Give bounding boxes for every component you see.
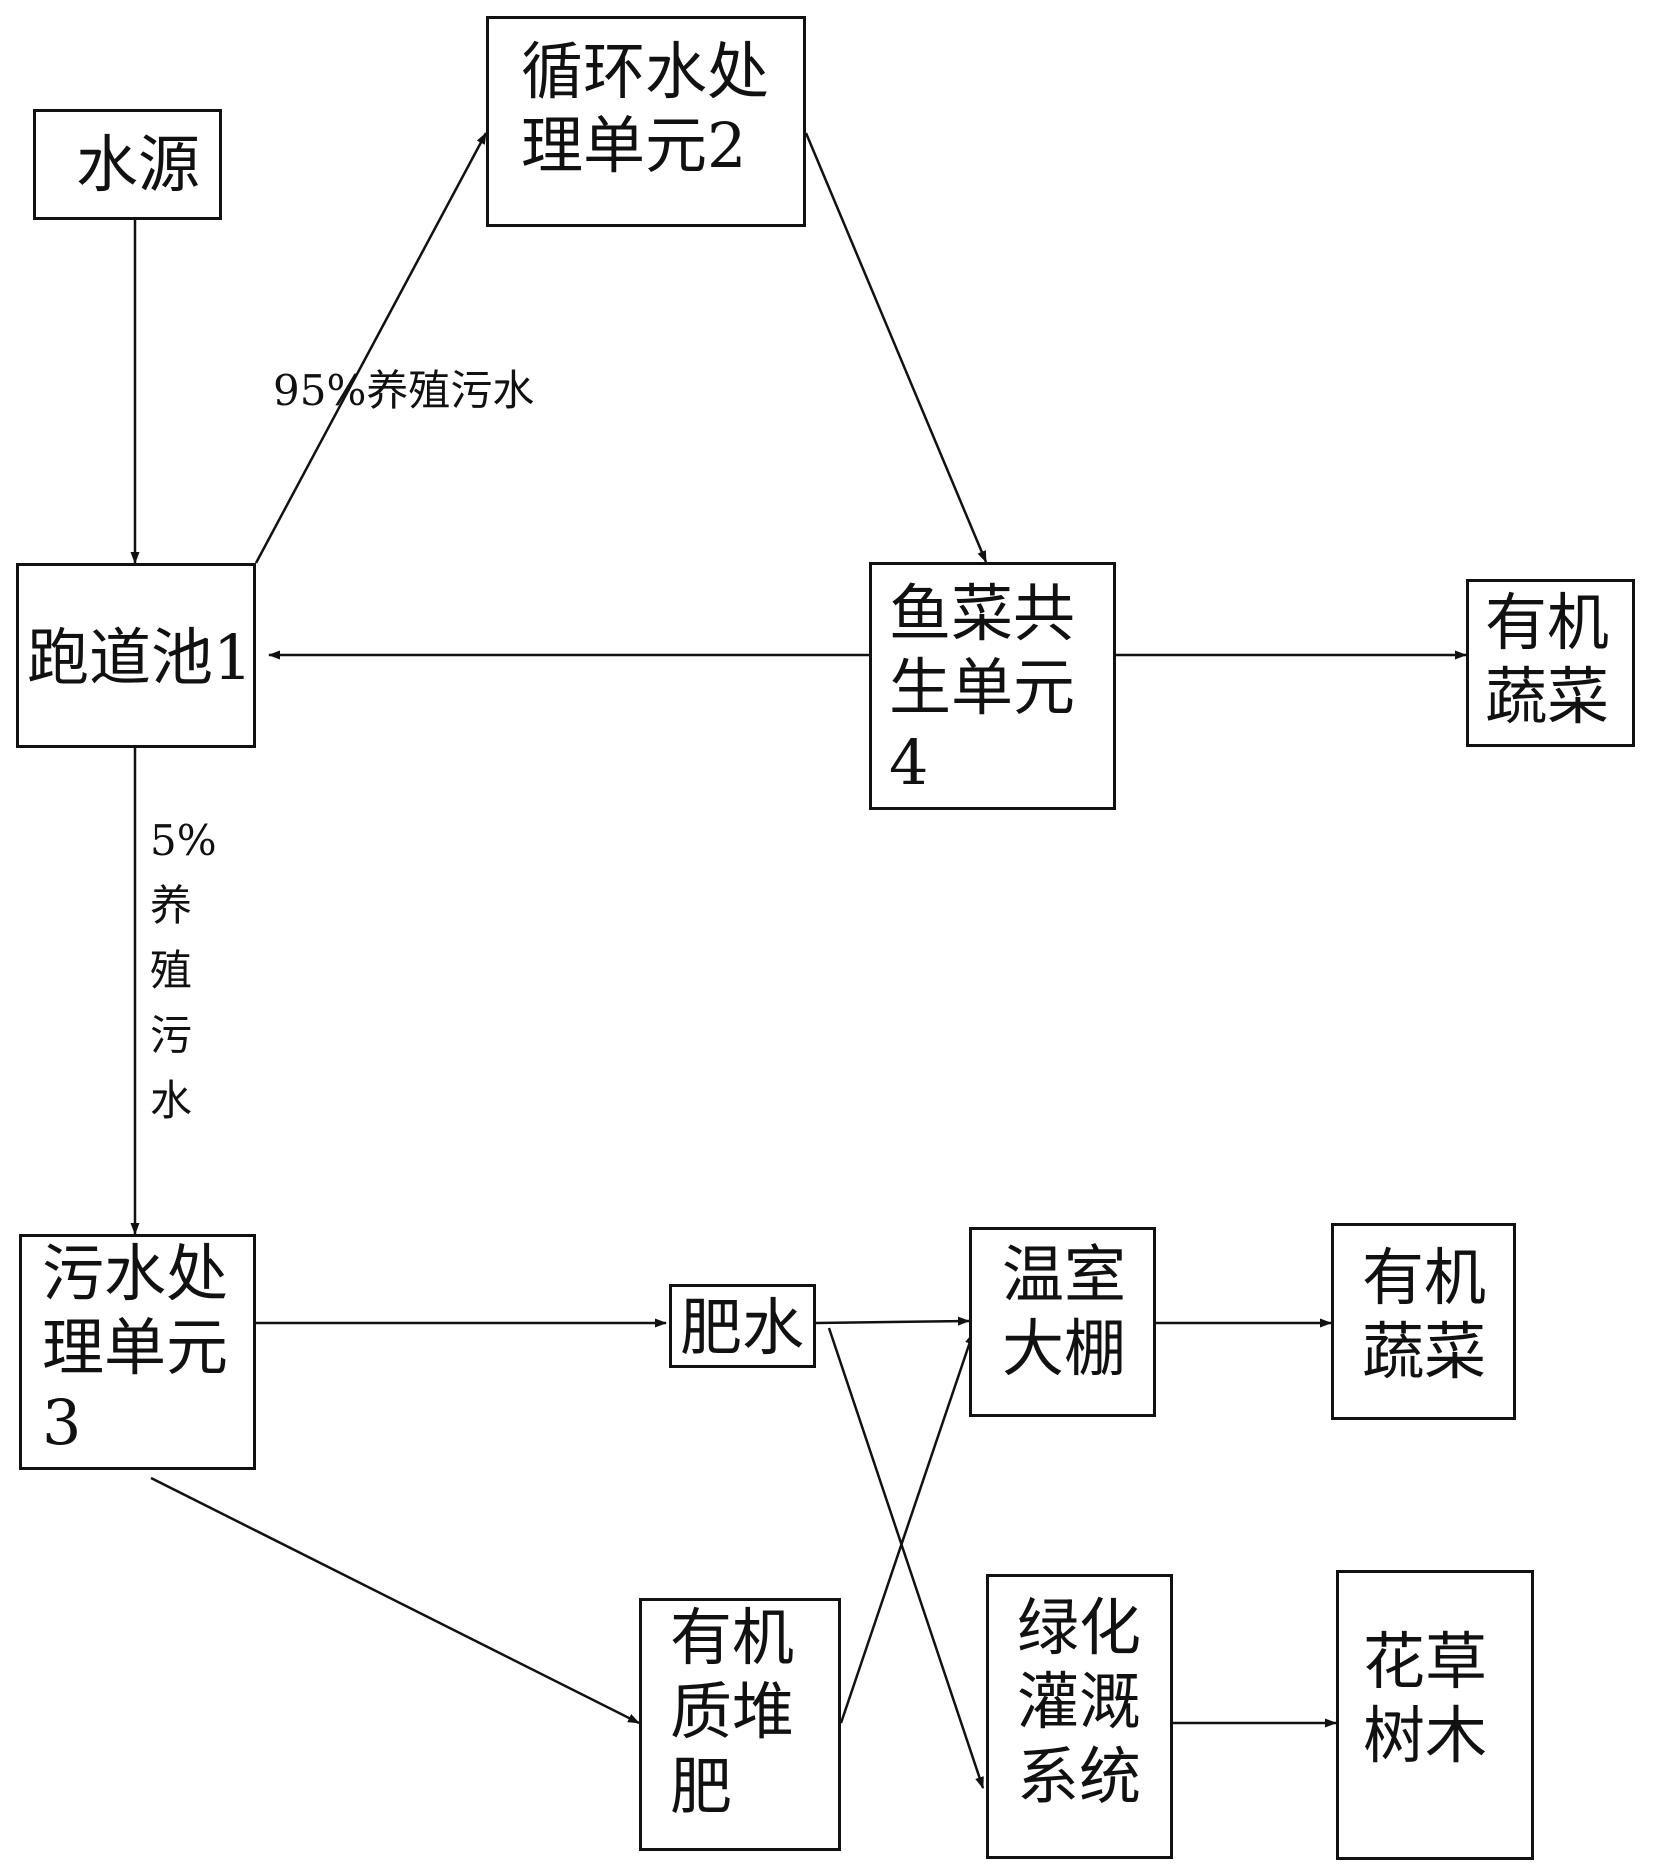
recirc-treatment-box: 循环水处 理单元2 [486,16,806,227]
arrow-fertilizer-to-irrigation [827,1327,985,1789]
arrow-sewage-to-compost [150,1476,640,1725]
greenhouse-label: 温室 大棚 [1002,1238,1127,1386]
flowers-trees-box: 花草 树木 [1336,1570,1534,1860]
green-irrigation-label: 绿化 灌溉 系统 [1017,1591,1142,1813]
fertilizer-water-label: 肥水 [680,1291,805,1364]
organic-veg-top-box: 有机 蔬菜 [1466,579,1635,747]
organic-compost-box: 有机 质堆 肥 [639,1598,841,1851]
flowers-trees-label: 花草 树木 [1363,1625,1488,1773]
greenhouse-box: 温室 大棚 [969,1227,1156,1417]
recirc-treatment-label: 循环水处 理单元2 [521,35,770,183]
raceway-pond-label: 跑道池1 [27,621,253,694]
arrow-compost-to-greenhouse [839,1332,975,1724]
aquaponics-box: 鱼菜共 生单元 4 [869,562,1116,810]
organic-veg-bottom-box: 有机 蔬菜 [1331,1223,1516,1420]
organic-veg-top-label: 有机 蔬菜 [1485,586,1610,734]
fertilizer-water-box: 肥水 [669,1284,816,1368]
water-source-label: 水源 [76,128,201,201]
green-irrigation-box: 绿化 灌溉 系统 [986,1574,1173,1859]
sewage-treatment-box: 污水处 理单元 3 [19,1234,256,1470]
organic-veg-bottom-label: 有机 蔬菜 [1362,1241,1487,1389]
arrow-fertilizer-to-greenhouse [815,1316,970,1326]
edge-label-to-recirc: 95%养殖污水 [273,366,535,415]
organic-compost-label: 有机 质堆 肥 [670,1601,795,1823]
sewage-treatment-label: 污水处 理单元 3 [42,1237,229,1459]
edge-label-to-sewage: 5% 养 殖 污 水 [150,816,217,1126]
arrow-recirc-to-aquaponics [804,132,988,563]
raceway-pond-box: 跑道池1 [16,563,256,748]
water-source-box: 水源 [33,109,222,220]
arrow-raceway-to-recirc [254,132,488,564]
aquaponics-label: 鱼菜共 生单元 4 [889,577,1076,799]
